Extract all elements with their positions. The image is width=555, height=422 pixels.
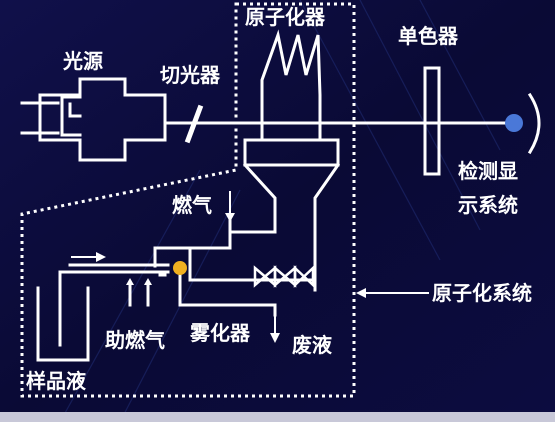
label-detector-line2: 示系统 xyxy=(458,193,518,217)
detector-arc xyxy=(527,92,541,155)
monochromator xyxy=(423,66,441,176)
label-monochromator: 单色器 xyxy=(398,24,459,48)
arrowheads xyxy=(96,213,366,343)
sample-beaker xyxy=(36,286,90,362)
burner-funnel xyxy=(242,162,341,292)
chopper xyxy=(184,104,204,144)
support-gas-inlet xyxy=(128,280,150,307)
label-waste: 废液 xyxy=(292,333,333,357)
label-chopper: 切光器 xyxy=(160,63,221,87)
label-detector-line1: 检测显 xyxy=(458,159,518,183)
label-atomizer: 原子化器 xyxy=(245,5,326,29)
chamber-lower xyxy=(158,262,277,317)
capillary-tube xyxy=(58,270,170,347)
detector-dot xyxy=(505,114,523,132)
capillary-dot xyxy=(173,261,187,275)
light-source-lamp xyxy=(20,77,167,162)
atomization-enclosure xyxy=(20,2,356,398)
label-light-source: 光源 xyxy=(62,49,103,73)
frame-bottom xyxy=(0,412,555,422)
label-support-gas: 助燃气 xyxy=(105,328,165,352)
label-nebulizer: 雾化器 xyxy=(190,321,251,345)
label-sample: 样品液 xyxy=(26,369,87,393)
flame xyxy=(260,29,322,140)
label-fuel-gas: 燃气 xyxy=(172,193,212,217)
label-atomization-system: 原子化系统 xyxy=(432,281,532,305)
valves xyxy=(253,265,315,288)
